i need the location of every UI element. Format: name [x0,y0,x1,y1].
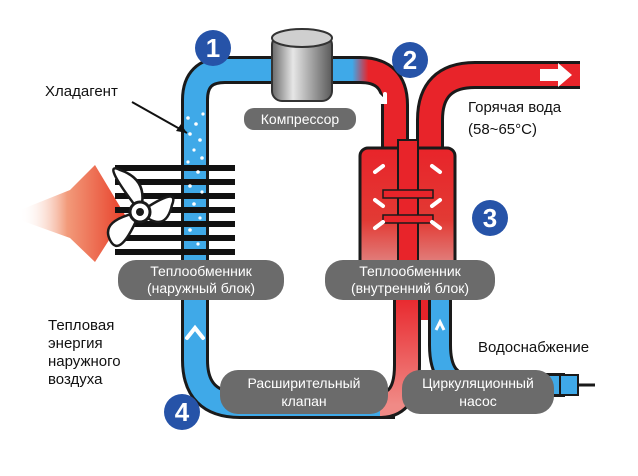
svg-text:4: 4 [175,397,190,427]
refrigerant-loop-top [300,56,409,190]
ambient-heat-label-2: энергия [48,335,103,352]
refrigerant-pointer [131,101,188,134]
fan-icon [106,167,175,247]
step-badge-1: 1 [195,30,231,66]
step-badge-4: 4 [164,394,200,430]
indoor-hx-label: Теплообменник (внутренний блок) [325,260,495,300]
hot-water-pipe [416,61,580,320]
compressor-label: Компрессор [244,108,356,130]
svg-text:клапан: клапан [281,393,326,409]
svg-text:(внутренний блок): (внутренний блок) [351,280,469,296]
svg-text:Теплообменник: Теплообменник [150,263,252,279]
hot-water-label: Горячая вода [468,99,562,116]
pump-label: Циркуляционный насос [402,370,554,414]
expansion-valve-label: Расширительный клапан [220,370,388,414]
svg-text:1: 1 [206,33,220,63]
flow-arrow-icon [540,63,572,87]
water-supply-label: Водоснабжение [478,339,589,356]
outdoor-hx-label: Теплообменник (наружный блок) [118,260,284,300]
svg-text:3: 3 [483,203,497,233]
step-badge-3: 3 [472,200,508,236]
svg-text:2: 2 [403,45,417,75]
svg-text:Расширительный: Расширительный [248,375,361,391]
step-badge-2: 2 [392,42,428,78]
ambient-heat-label-3: наружного [48,353,121,370]
refrigerant-label: Хладагент [45,83,118,100]
compressor-icon [271,28,333,102]
svg-text:Теплообменник: Теплообменник [359,263,461,279]
svg-text:Компрессор: Компрессор [261,111,340,127]
svg-text:насос: насос [459,393,496,409]
refrigerant-dots [186,112,205,246]
heat-arrow-icon [20,165,125,262]
svg-text:Циркуляционный: Циркуляционный [422,375,534,391]
hot-water-temp: (58~65°C) [468,121,537,138]
ambient-heat-label-1: Тепловая [48,317,114,334]
svg-text:(наружный блок): (наружный блок) [147,280,255,296]
ambient-heat-label-4: воздуха [48,371,103,388]
refrigerant-pointer-head [176,124,187,133]
